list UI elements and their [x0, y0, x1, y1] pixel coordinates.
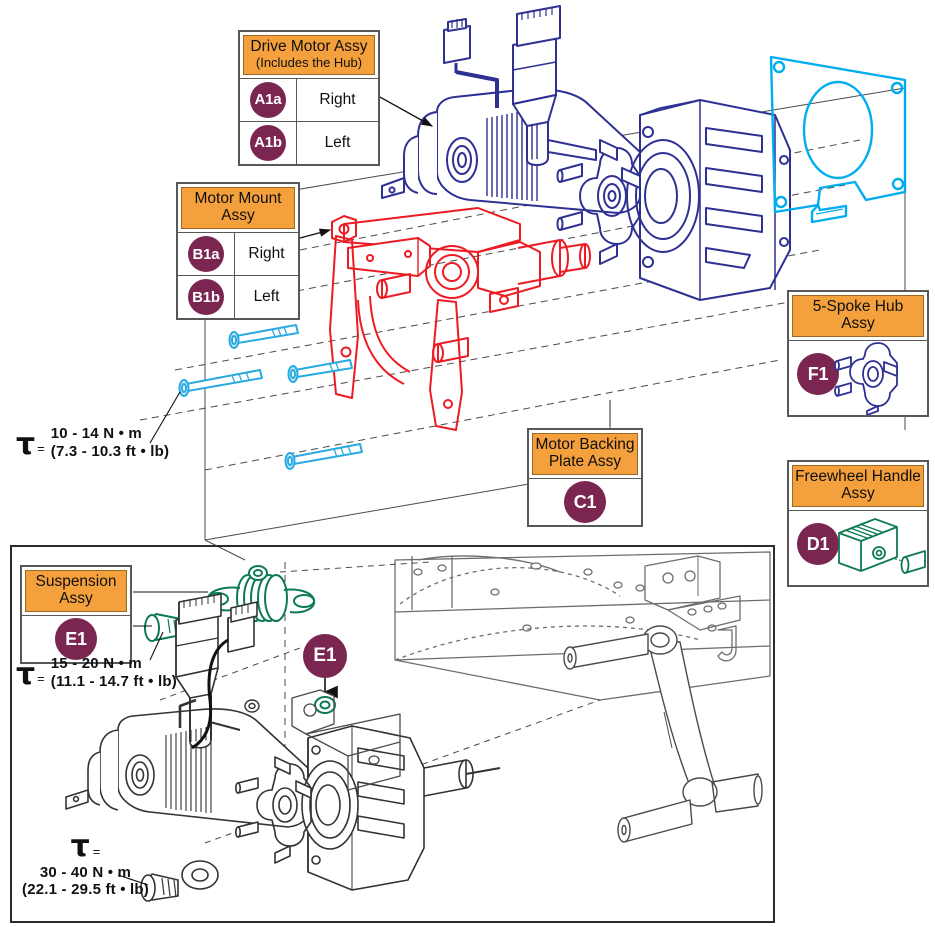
- five-spoke-hub-on-gearbox: [556, 139, 641, 265]
- suspension-nut-target: [314, 696, 336, 714]
- hub-thumb-art: [834, 342, 898, 416]
- item-badge-a1a: A1a: [250, 81, 286, 118]
- mount-bolts-group: [178, 324, 363, 470]
- lower-gearbox: [301, 725, 501, 891]
- drive-motor-leader: [377, 95, 434, 127]
- lower-illustration-panel: [10, 545, 775, 923]
- freewheel-thumb-art: [838, 518, 926, 575]
- torque-imperial: (22.1 - 29.5 ft • lb): [22, 881, 149, 898]
- callout-row[interactable]: B1b Left: [178, 275, 298, 319]
- badge-cell: A1b: [240, 122, 296, 164]
- torque-motor-mount-bolts: τ = 10 - 14 N • m (7.3 - 10.3 ft • lb): [16, 425, 169, 460]
- freewheel-thumbnail: D1: [789, 510, 927, 585]
- torque-metric: 15 - 20 N • m: [50, 655, 142, 672]
- callout-header: Freewheel Handle Assy: [792, 465, 924, 508]
- side-label: Right: [234, 233, 298, 276]
- drive-motor-body: [381, 88, 641, 214]
- torque-equals: =: [92, 844, 101, 859]
- callout-row[interactable]: A1a Right: [240, 77, 378, 121]
- badge-cell: B1a: [178, 233, 234, 275]
- lower-connector-block: [175, 593, 258, 750]
- torque-imperial: (7.3 - 10.3 ft • lb): [50, 442, 170, 460]
- motor-wiring-connectors: [443, 5, 597, 166]
- torque-1-leader: [149, 391, 181, 444]
- torque-symbol: τ: [70, 829, 90, 864]
- callout-header: Motor Backing Plate Assy: [532, 433, 638, 476]
- callout-row[interactable]: A1b Left: [240, 120, 378, 164]
- torque-suspension: τ = 15 - 20 N • m (11.1 - 14.7 ft • lb): [16, 655, 177, 690]
- motor-mount-bracket: [329, 207, 591, 431]
- callout-row[interactable]: B1a Right: [178, 232, 298, 276]
- suspension-swing-arm: [563, 625, 763, 843]
- side-label: Right: [296, 78, 378, 121]
- callout-5-spoke-hub-assy[interactable]: 5-Spoke Hub Assy F1: [787, 290, 929, 418]
- badge-cell: B1b: [178, 276, 234, 318]
- item-badge-d1: D1: [797, 523, 839, 566]
- mount-bolt-4: [284, 443, 363, 470]
- suspension-leader: [133, 591, 208, 627]
- torque-equals: =: [37, 441, 45, 457]
- badge-cell: A1a: [240, 79, 296, 121]
- motor-mount-leader: [299, 228, 332, 239]
- item-badge-f1: F1: [797, 353, 839, 396]
- callout-header: Motor Mount Assy: [181, 187, 295, 230]
- badge-cell: E1: [22, 615, 130, 662]
- callout-header: 5-Spoke Hub Assy: [792, 295, 924, 338]
- lower-hub: [235, 756, 312, 864]
- torque-imperial: (11.1 - 14.7 ft • lb): [50, 672, 177, 690]
- item-badge-b1a: B1a: [188, 236, 224, 273]
- lower-mount-bracket: [291, 689, 401, 791]
- mount-bolt-3: [287, 359, 353, 383]
- hub-thumbnail: F1: [789, 340, 927, 416]
- callout-freewheel-handle-assy[interactable]: Freewheel Handle Assy D1: [787, 460, 929, 588]
- callout-drive-motor-assy[interactable]: Drive Motor Assy (Includes the Hub) A1a …: [238, 30, 380, 166]
- callout-header: Suspension Assy: [25, 570, 127, 613]
- hub-washer-bolt: [140, 860, 219, 902]
- torque-symbol: τ: [16, 657, 36, 693]
- mount-bolt-1: [228, 324, 299, 349]
- gearbox-housing: [626, 99, 791, 301]
- item-badge-a1b: A1b: [250, 124, 286, 161]
- torque-symbol: τ: [16, 427, 36, 463]
- mount-bolt-2: [178, 369, 263, 397]
- torque-metric: 10 - 14 N • m: [50, 425, 142, 442]
- item-badge-c1: C1: [564, 481, 606, 524]
- callout-header: Drive Motor Assy (Includes the Hub): [243, 35, 375, 75]
- torque-hub-nut: τ= 30 - 40 N • m (22.1 - 29.5 ft • lb): [22, 829, 149, 899]
- side-label: Left: [234, 276, 298, 319]
- item-badge-e1-inline: E1: [303, 634, 347, 678]
- side-label: Left: [296, 121, 378, 164]
- torque-equals: =: [37, 671, 45, 687]
- torque-metric: 30 - 40 N • m: [39, 864, 132, 881]
- chassis-frame: [394, 551, 771, 701]
- badge-cell: C1: [529, 478, 641, 525]
- torque-3-leader: [117, 874, 149, 886]
- lower-drive-motor: [65, 698, 309, 828]
- callout-motor-backing-plate-assy[interactable]: Motor Backing Plate Assy C1: [527, 428, 643, 528]
- lower-misc-fasteners: [244, 699, 260, 713]
- item-badge-b1b: B1b: [188, 279, 224, 316]
- callout-motor-mount-assy[interactable]: Motor Mount Assy B1a Right B1b Left: [176, 182, 300, 321]
- callout-suspension-assy[interactable]: Suspension Assy E1: [20, 565, 132, 665]
- motor-backing-plate: [769, 55, 907, 224]
- item-badge-e1: E1: [55, 618, 97, 661]
- torque-2-leader: [149, 631, 164, 661]
